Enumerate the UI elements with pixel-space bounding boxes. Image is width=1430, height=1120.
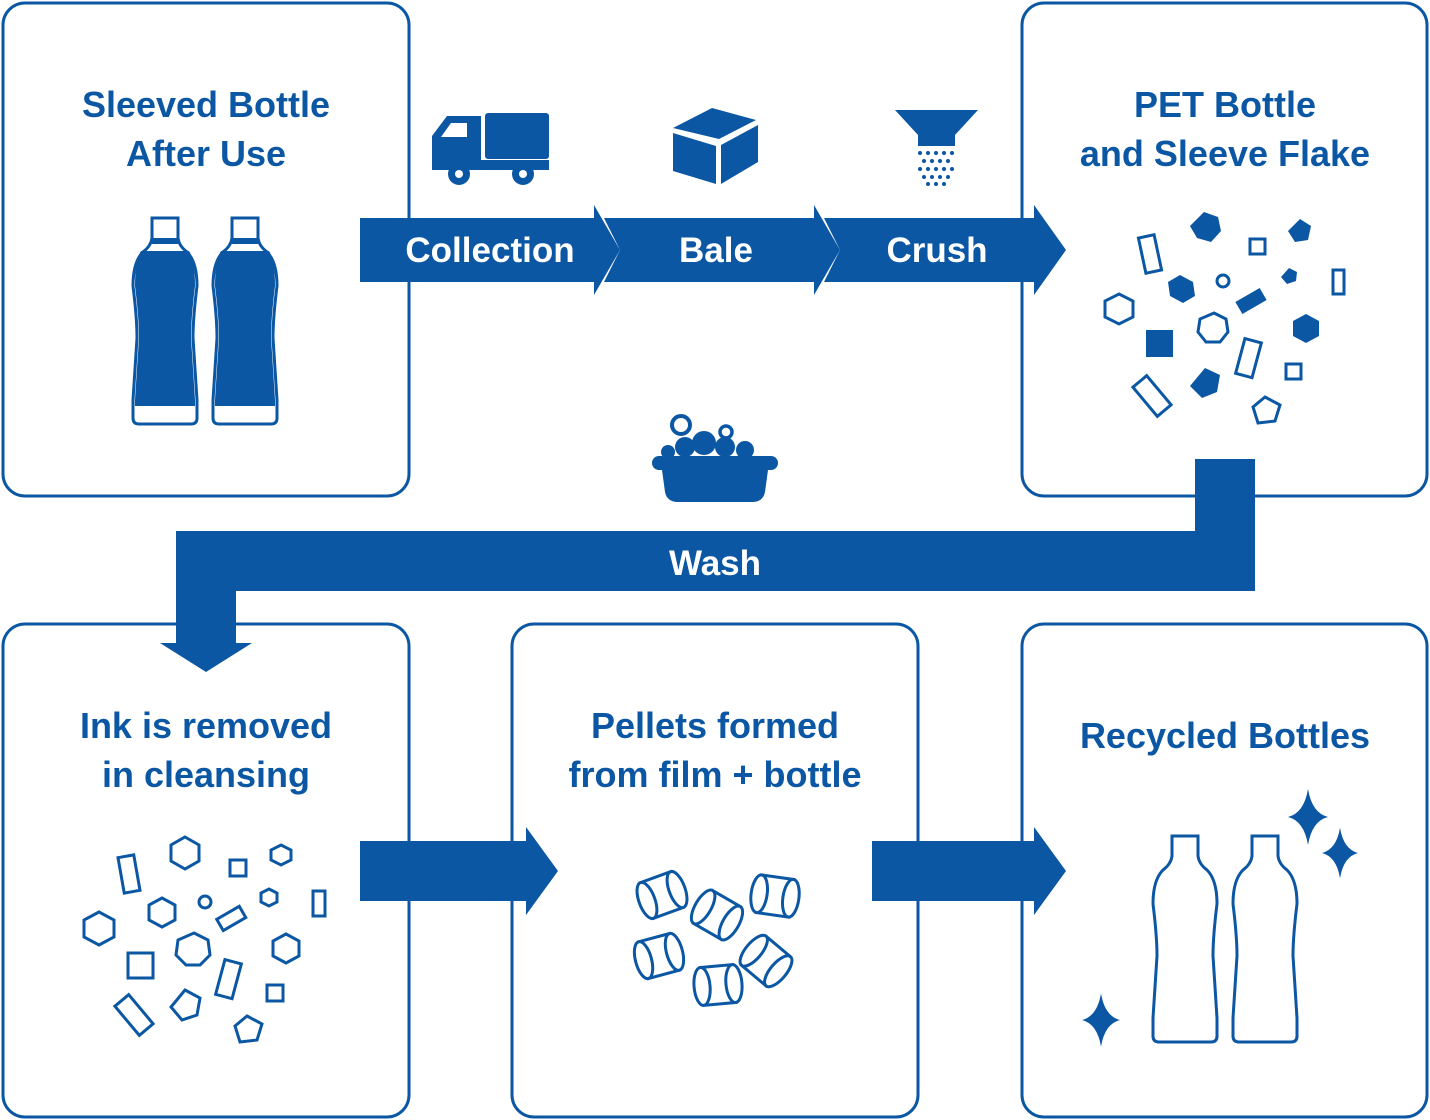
box-ink-removed [1, 622, 411, 1119]
pellets-title-1: Pellets formed [591, 705, 839, 746]
truck-icon [432, 113, 549, 185]
wash-connector-arrow [160, 459, 1255, 672]
flake-title-2: and Sleeve Flake [1080, 133, 1370, 174]
cleansed-flakes [82, 835, 327, 1044]
sleeved-title-2: After Use [126, 133, 286, 174]
pellets [632, 869, 801, 1007]
top-process-arrow [360, 205, 1066, 295]
step-collection: Collection [405, 231, 574, 270]
hopper-icon [895, 110, 978, 186]
sleeved-bottles [131, 216, 279, 426]
ink-title-1: Ink is removed [80, 705, 332, 746]
step-bale: Bale [679, 231, 753, 270]
flake-title-1: PET Bottle [1134, 84, 1316, 125]
wash-tub-icon [652, 414, 778, 502]
recycled-title: Recycled Bottles [1080, 715, 1370, 756]
pellets-title-2: from film + bottle [568, 754, 861, 795]
box-pellets [510, 622, 920, 1119]
arrow-ink-to-pellets [360, 827, 558, 915]
pet-flakes [1103, 212, 1346, 425]
arrow-pellets-to-recycled [872, 827, 1066, 915]
step-crush: Crush [886, 231, 987, 270]
step-wash: Wash [669, 544, 761, 583]
box-icon [673, 108, 758, 184]
box-pet-flake [1020, 1, 1429, 498]
sleeved-title-1: Sleeved Bottle [82, 84, 330, 125]
box-recycled [1020, 622, 1429, 1119]
ink-title-2: in cleansing [102, 754, 310, 795]
box-sleeved-bottle [1, 1, 411, 498]
